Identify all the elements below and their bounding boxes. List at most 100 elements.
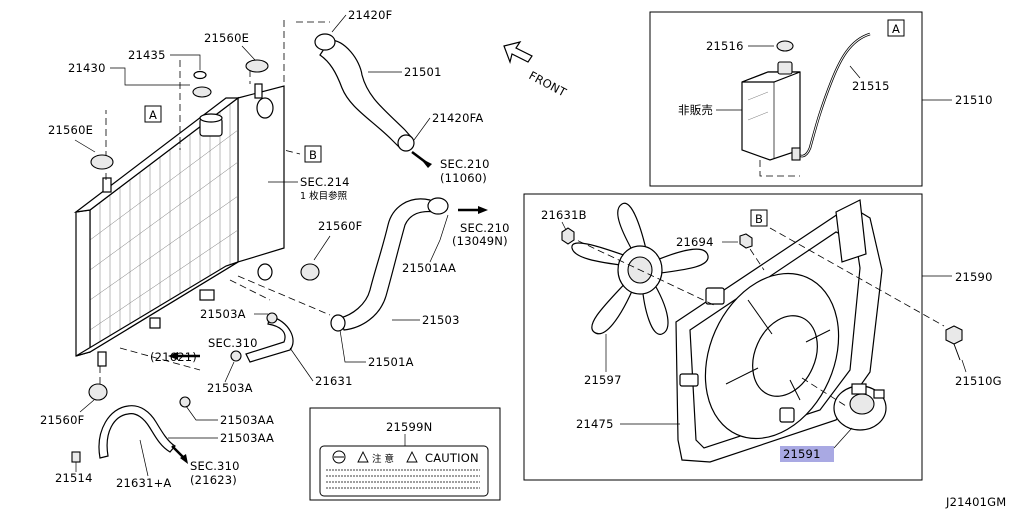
callout-sec210-b[interactable]: SEC.210 (13049N) [452, 206, 510, 248]
fan-shroud-21475[interactable] [675, 199, 883, 463]
warning-triangle-icon-2 [406, 450, 418, 463]
diagram-code: J21401GM [945, 495, 1006, 509]
label-21501: 21501 [404, 65, 442, 79]
caution-jp-text: 注 意 [372, 453, 394, 465]
label-21503A-bot: 21503A [207, 381, 253, 395]
callout-21430[interactable]: 21430 [68, 61, 190, 86]
callout-21591[interactable]: 21591 [780, 427, 853, 462]
reservoir-tank [741, 61, 801, 161]
label-21560F-bot: 21560F [40, 413, 84, 427]
label-21501A: 21501A [368, 355, 414, 369]
label-21503AA-a: 21503AA [220, 413, 274, 427]
ref-A-left-text: A [149, 108, 157, 122]
callout-21560F-top[interactable]: 21560F [300, 219, 362, 281]
label-21516: 21516 [706, 39, 744, 53]
label-sec310-b: SEC.310 [190, 459, 240, 473]
callout-21631[interactable]: 21631 [289, 347, 353, 388]
label-21560E-left: 21560E [48, 123, 93, 137]
radiator-core-fins [89, 105, 239, 346]
callout-21420F[interactable]: 21420F [331, 8, 392, 33]
ref-B-right-text: B [755, 212, 763, 226]
bolt-21510G[interactable]: 21510G [945, 325, 1002, 388]
hose-21631A[interactable] [98, 396, 191, 459]
callout-21475[interactable]: 21475 [576, 417, 680, 431]
label-21560F-top: 21560F [318, 219, 362, 233]
callout-21510[interactable]: 21510 [922, 93, 993, 107]
callout-sec310-a[interactable]: SEC.310 (21621) [150, 336, 258, 364]
callout-sec214[interactable]: SEC.214 1 枚目参照 [268, 175, 350, 202]
label-sec310-a-sub: (21621) [150, 350, 197, 364]
ref-A-right[interactable]: A [887, 19, 905, 37]
callout-not-for-sale[interactable]: 非販売 [678, 103, 742, 117]
label-21597: 21597 [584, 373, 622, 387]
label-sec210-a-sub: (11060) [440, 171, 487, 185]
callout-21503AA-a[interactable]: 21503AA [185, 405, 274, 427]
label-sec210-a: SEC.210 [440, 157, 490, 171]
ref-A-right-text: A [892, 22, 900, 36]
label-21591: 21591 [783, 447, 821, 461]
label-21430: 21430 [68, 61, 106, 75]
label-21510: 21510 [955, 93, 993, 107]
hose-21631[interactable] [230, 312, 294, 363]
reservoir-hose-21515[interactable] [791, 32, 871, 161]
drain-plug [192, 86, 212, 98]
label-21503A-top: 21503A [200, 307, 246, 321]
callout-21501[interactable]: 21501 [368, 65, 442, 79]
front-arrow-icon [503, 41, 533, 65]
label-21560E-top: 21560E [204, 31, 249, 45]
ref-B-left[interactable]: B [304, 145, 322, 163]
callout-21515[interactable]: 21515 [849, 65, 890, 93]
callout-21503A-top[interactable]: 21503A [200, 307, 268, 321]
fan-motor-21591[interactable] [833, 383, 887, 431]
callout-21501AA[interactable]: 21501AA [402, 214, 456, 275]
callout-21590[interactable]: 21590 [922, 270, 993, 284]
label-21514: 21514 [55, 471, 93, 485]
ref-B-right[interactable]: B [750, 209, 768, 227]
drain-plug-seal [193, 70, 207, 80]
callout-21514[interactable]: 21514 [55, 451, 93, 485]
label-21510G: 21510G [955, 374, 1002, 388]
sec214-sub: 1 枚目参照 [300, 190, 348, 202]
label-21599N: 21599N [386, 420, 432, 434]
label-sec310-a: SEC.310 [208, 336, 258, 350]
callout-21420FA[interactable]: 21420FA [413, 111, 483, 141]
callout-21503[interactable]: 21503 [392, 313, 460, 327]
callout-21516[interactable]: 21516 [706, 39, 794, 53]
ref-A-left[interactable]: A [144, 105, 162, 123]
label-21631B: 21631B [541, 208, 587, 222]
label-21435: 21435 [128, 48, 166, 62]
callout-21560E-top[interactable]: 21560E [204, 31, 269, 73]
front-direction-arrow: FRONT [503, 41, 570, 100]
callout-21501A[interactable]: 21501A [339, 329, 414, 369]
ref-B-left-text: B [309, 148, 317, 162]
label-21501AA: 21501AA [402, 261, 456, 275]
fan-assembly-box[interactable]: 21631B B 21694 21597 21475 21591 [523, 193, 945, 481]
callout-21560E-left[interactable]: 21560E [48, 123, 114, 170]
upper-hose-21501[interactable] [314, 33, 415, 152]
label-21420F: 21420F [348, 8, 392, 22]
callout-21435[interactable]: 21435 [128, 48, 212, 98]
reservoir-cap [776, 40, 794, 52]
callout-21503AA-b[interactable]: 21503AA [168, 431, 274, 445]
bolt-21694[interactable]: 21694 [676, 233, 753, 249]
highlight-21591 [780, 446, 834, 462]
callout-21631A[interactable]: 21631+A [116, 439, 172, 490]
label-21694: 21694 [676, 235, 714, 249]
reservoir-box[interactable]: 21516 非販売 A 21515 [649, 11, 923, 187]
caution-label-panel[interactable]: 21599N 注 意 CAUTION [309, 407, 501, 501]
label-sec210-b-sub: (13049N) [452, 234, 508, 248]
callout-21560F-bot[interactable]: 21560F [40, 383, 108, 427]
radiator[interactable] [73, 83, 285, 367]
nut-21631B[interactable]: 21631B [541, 208, 587, 245]
label-21631A: 21631+A [116, 476, 172, 490]
front-text: FRONT [527, 68, 570, 100]
mount-rubber-left [90, 154, 114, 170]
callout-sec210-a[interactable]: SEC.210 (11060) [411, 151, 490, 185]
mount-rubber-bottom [88, 383, 108, 401]
label-21420FA: 21420FA [432, 111, 483, 125]
callout-21597[interactable]: 21597 [584, 334, 622, 387]
lower-hose-21503[interactable] [330, 197, 449, 332]
callout-21503A-bot[interactable]: 21503A [207, 361, 253, 395]
callout-sec310-b[interactable]: SEC.310 (21623) [171, 445, 240, 487]
